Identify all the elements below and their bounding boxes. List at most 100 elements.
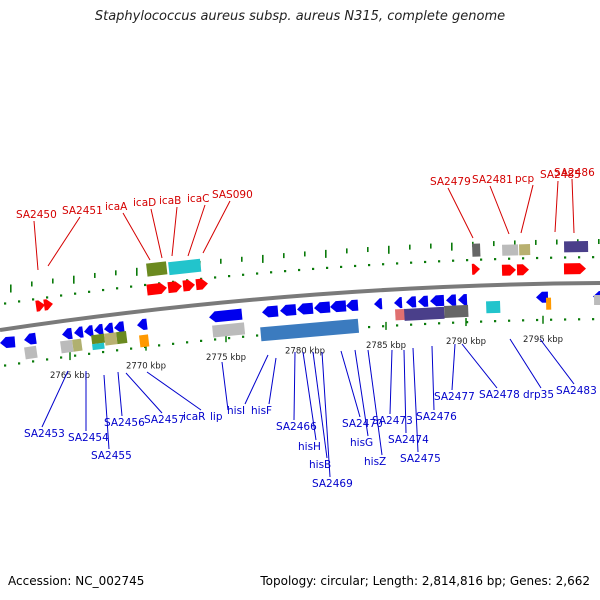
- label-leader-line: [302, 351, 317, 441]
- feature-box[interactable]: [486, 300, 501, 314]
- feature-box[interactable]: [472, 243, 481, 257]
- gene-label-bottom: SA2474: [388, 434, 429, 446]
- reverse-gene-arrow[interactable]: [113, 321, 125, 333]
- ring-dot: [228, 337, 231, 340]
- feature-box[interactable]: [519, 244, 531, 256]
- label-leader-line: [122, 212, 151, 261]
- label-leader-line: [150, 208, 163, 259]
- ring-dot: [494, 258, 497, 261]
- minor-tick: [493, 241, 495, 247]
- minor-tick: [10, 284, 12, 293]
- feature-box[interactable]: [404, 306, 445, 321]
- ring-dot: [88, 352, 91, 355]
- ring-dot: [312, 267, 315, 271]
- label-leader-line: [47, 216, 81, 267]
- feature-box[interactable]: [116, 330, 128, 345]
- reverse-gene-arrow[interactable]: [83, 325, 94, 337]
- ring-dot: [18, 362, 21, 365]
- label-leader-line: [509, 338, 542, 389]
- reverse-gene-arrow[interactable]: [136, 318, 148, 331]
- minor-tick: [136, 267, 138, 276]
- label-leader-line: [571, 178, 575, 234]
- feature-box[interactable]: [168, 258, 202, 276]
- reverse-gene-arrow[interactable]: [23, 332, 37, 346]
- minor-tick: [325, 249, 327, 258]
- forward-gene-arrow[interactable]: [35, 300, 45, 312]
- reverse-gene-arrow[interactable]: [103, 322, 114, 335]
- ring-dot: [256, 272, 259, 275]
- ring-dot: [102, 350, 105, 354]
- feature-box[interactable]: [260, 318, 360, 342]
- forward-gene-arrow[interactable]: [471, 263, 480, 275]
- ring-dot: [144, 283, 147, 287]
- forward-gene-arrow[interactable]: [43, 298, 53, 311]
- gene-label-bottom: SA2470: [342, 418, 383, 430]
- reverse-gene-arrow[interactable]: [430, 294, 445, 307]
- ring-dot: [522, 257, 525, 260]
- ring-dot: [354, 264, 357, 268]
- ring-dot: [494, 320, 497, 323]
- feature-box[interactable]: [104, 332, 118, 346]
- reverse-gene-arrow[interactable]: [536, 291, 549, 303]
- feature-box[interactable]: [139, 334, 150, 348]
- feature-box[interactable]: [212, 322, 246, 338]
- reverse-gene-arrow[interactable]: [458, 293, 468, 306]
- reverse-gene-arrow[interactable]: [297, 302, 314, 315]
- gene-label-top: SA2481: [472, 174, 513, 186]
- feature-box[interactable]: [146, 261, 168, 277]
- reverse-gene-arrow[interactable]: [280, 304, 297, 316]
- reverse-gene-arrow[interactable]: [418, 295, 429, 307]
- forward-gene-arrow[interactable]: [146, 282, 167, 296]
- gene-label-bottom: SA2457: [144, 414, 185, 426]
- feature-box[interactable]: [395, 308, 406, 321]
- reverse-gene-arrow[interactable]: [61, 327, 73, 340]
- reverse-gene-arrow[interactable]: [209, 308, 243, 323]
- feature-box[interactable]: [60, 339, 74, 354]
- forward-gene-arrow[interactable]: [167, 281, 182, 294]
- reverse-gene-arrow[interactable]: [0, 336, 16, 348]
- ring-dot: [368, 325, 371, 329]
- ring-dot: [186, 341, 189, 344]
- reverse-gene-arrow[interactable]: [446, 294, 457, 306]
- feature-box[interactable]: [594, 294, 600, 306]
- gene-label-bottom: hisZ: [364, 456, 386, 468]
- ring-dot: [508, 319, 511, 322]
- label-leader-line: [489, 185, 510, 235]
- reverse-gene-arrow[interactable]: [314, 301, 331, 314]
- ring-dot: [452, 259, 455, 262]
- reverse-gene-arrow[interactable]: [406, 296, 417, 308]
- feature-box[interactable]: [564, 241, 589, 253]
- reverse-gene-arrow[interactable]: [374, 298, 383, 310]
- forward-gene-arrow[interactable]: [195, 278, 208, 291]
- accession-text: Accession: NC_002745: [8, 574, 145, 588]
- ring-dot: [74, 354, 77, 357]
- forward-gene-arrow[interactable]: [563, 263, 586, 275]
- forward-gene-arrow[interactable]: [516, 264, 529, 276]
- ring-dot: [214, 338, 217, 341]
- label-leader-line: [268, 357, 277, 405]
- gene-label-bottom: SA2478: [479, 389, 520, 401]
- ring-dot: [564, 318, 567, 321]
- ring-dot: [508, 257, 511, 260]
- feature-box[interactable]: [72, 338, 83, 352]
- feature-box[interactable]: [24, 345, 38, 360]
- scale-tick-label: 2775 kbp: [206, 353, 246, 363]
- feature-box[interactable]: [546, 297, 552, 310]
- feature-box[interactable]: [92, 342, 105, 351]
- feature-box[interactable]: [91, 333, 106, 345]
- label-leader-line: [367, 349, 383, 456]
- reverse-gene-arrow[interactable]: [73, 326, 84, 338]
- gene-label-top: icaA: [105, 201, 128, 213]
- ring-dot: [578, 256, 581, 259]
- ring-dot: [452, 321, 455, 324]
- reverse-gene-arrow[interactable]: [262, 305, 279, 318]
- reverse-gene-arrow[interactable]: [346, 299, 359, 312]
- feature-box[interactable]: [502, 244, 519, 256]
- feature-box[interactable]: [444, 304, 469, 318]
- forward-gene-arrow[interactable]: [182, 279, 195, 292]
- reverse-gene-arrow[interactable]: [394, 297, 403, 309]
- forward-gene-arrow[interactable]: [501, 264, 516, 276]
- reverse-gene-arrow[interactable]: [330, 300, 347, 313]
- reverse-gene-arrow[interactable]: [93, 323, 104, 336]
